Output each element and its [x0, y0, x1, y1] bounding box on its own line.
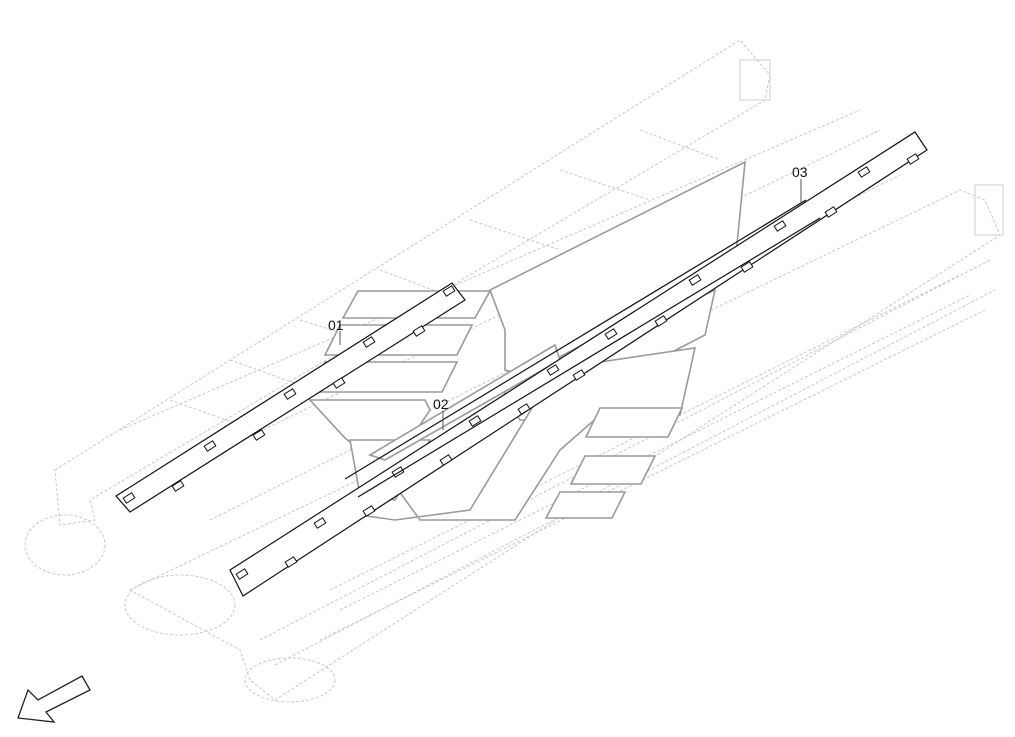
mount-hole [546, 364, 560, 376]
callout-01: 01 [328, 317, 344, 333]
mount-hole [773, 220, 787, 232]
mount-hole [313, 517, 327, 529]
mount-hole [332, 377, 346, 389]
part-01-strip [115, 282, 466, 513]
mount-hole [906, 153, 920, 165]
arrow-down-left-icon [17, 675, 91, 723]
mount-hole [572, 369, 586, 381]
mount-hole [203, 440, 217, 452]
mount-hole [824, 206, 838, 218]
mount-hole [284, 556, 298, 568]
mount-hole [740, 261, 754, 273]
mount-hole [439, 454, 453, 466]
part-03-strip [344, 199, 821, 498]
mount-hole [604, 328, 618, 340]
callout-03: 03 [792, 164, 808, 180]
mount-hole [362, 505, 376, 517]
mount-hole [252, 429, 266, 441]
mount-hole [654, 315, 668, 327]
mount-hole [688, 274, 702, 286]
mount-hole [517, 403, 531, 415]
mount-hole [235, 568, 249, 580]
mount-hole [283, 388, 297, 400]
mount-hole [442, 285, 456, 297]
mount-hole [412, 325, 426, 337]
callout-02: 02 [433, 396, 449, 412]
mount-hole [468, 415, 482, 427]
mount-hole [171, 480, 185, 492]
callout-leaders [339, 179, 802, 430]
mount-hole [362, 336, 376, 348]
mount-hole [857, 166, 871, 178]
mount-hole [122, 492, 136, 504]
